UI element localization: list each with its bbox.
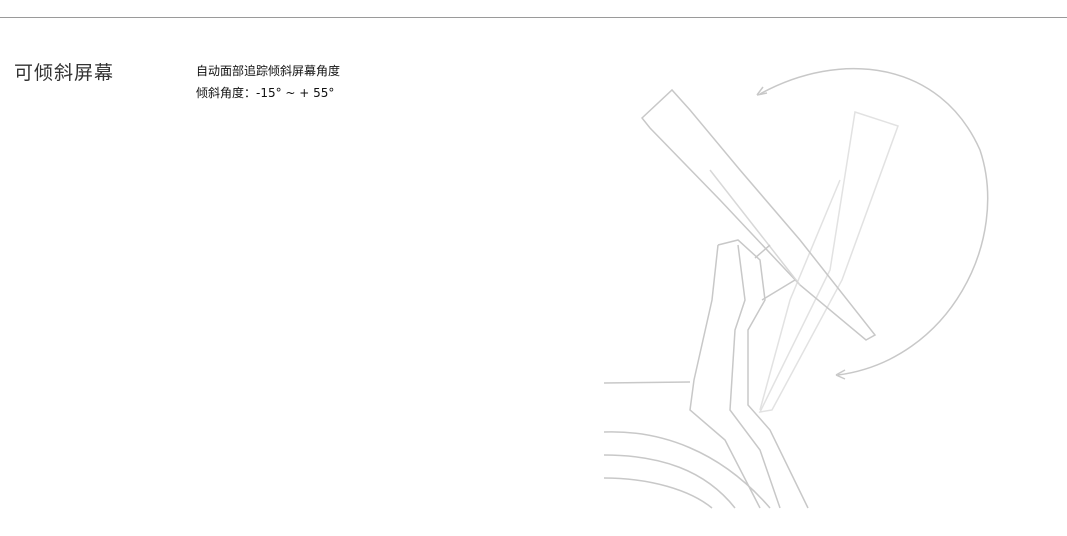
- tilting-screen-illustration: [603, 67, 989, 509]
- description-line-2: 倾斜角度：-15° ~ + 55°: [196, 86, 335, 100]
- screen-panel: [640, 88, 877, 341]
- top-divider: [0, 17, 1067, 18]
- description-line-1: 自动面部追踪倾斜屏幕角度: [196, 64, 341, 78]
- rotation-arrow-icon: [759, 67, 989, 376]
- feature-title: 可倾斜屏幕: [14, 62, 115, 84]
- feature-description: 自动面部追踪倾斜屏幕角度 倾斜角度：-15° ~ + 55°: [196, 60, 340, 104]
- stand: [689, 239, 809, 509]
